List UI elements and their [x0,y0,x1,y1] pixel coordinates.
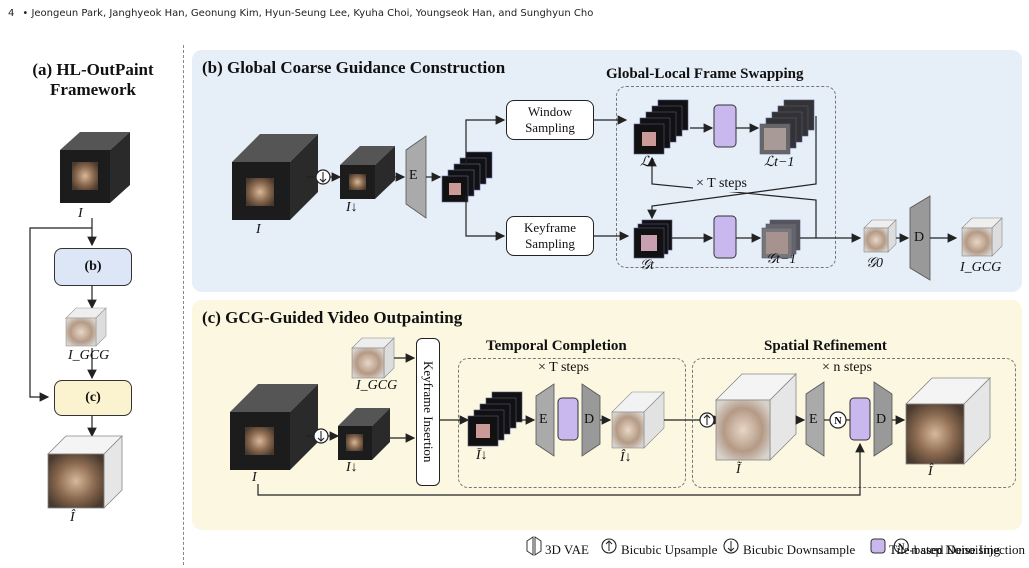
b-igcg-label: I_GCG [960,260,1002,275]
a-output-label: Î [70,510,75,525]
c-t-steps-label: × T steps [538,360,589,375]
a-input-cube [60,132,130,203]
authors: Jeongeun Park, Janghyeok Han, Geonung Ki… [31,8,594,19]
b-encoder [405,135,427,219]
c-input-cube [230,384,318,470]
c-decoder-1 [581,383,601,457]
panel-c-title: (c) GCG-Guided Video Outpainting [202,308,463,327]
c-igcg-cube [351,337,395,379]
svg-text:N: N [898,542,905,552]
legend-noise-icon: N [893,538,909,554]
b-latent-stack [441,151,493,203]
b-encoder-label: E [409,168,418,183]
legend-noise-wrap: n step Noise Injection [911,542,1025,558]
c-input-label: I [252,470,257,485]
temporal-region [458,358,686,488]
page-header: 4• Jeongeun Park, Janghyeok Han, Geonung… [8,8,594,19]
c-decoder-2 [873,381,893,457]
legend-down: Bicubic Downsample [743,542,856,557]
c-down-label: I↓ [346,460,358,475]
b-gt-label: 𝒢t [640,258,654,273]
c-ihatdown-cube [611,391,665,449]
b-input-label: I [256,222,261,237]
keyframe-insertion-box: Keyframe Insertion [416,338,440,486]
keyframe-sampling-box: Keyframe Sampling [506,216,594,256]
c-itilde-label: Ĩ [736,462,741,477]
c-encoder-1-label: E [539,412,548,427]
c-ibar-label: Ī↓ [476,448,488,463]
page-number: 4 [8,8,15,19]
b-g0-label: 𝒢0 [866,256,883,271]
c-n-steps-label: × n steps [822,360,872,375]
b-lt-stack [633,99,689,155]
b-igcg-cube [961,217,1003,257]
c-decoder-1-label: D [584,412,595,427]
legend-vae: 3D VAE [545,542,589,557]
b-decoder [909,195,931,281]
swap-title: Global-Local Frame Swapping [606,66,804,82]
c-ihat-cube [905,377,991,465]
c-down-cube [338,408,390,460]
a-box-b: (b) [54,248,132,286]
a-box-c: (c) [54,380,132,416]
c-ibar-stack [467,391,523,447]
legend-downsample-icon [723,538,739,554]
c-encoder-2 [805,381,825,457]
legend-tile-icon [870,538,886,554]
window-sampling-box: Window Sampling [506,100,594,140]
c-ihatdown-label: Î↓ [620,450,632,465]
c-denoise-1 [557,397,579,441]
b-denoise-top [713,104,737,148]
svg-text:N: N [834,416,842,427]
b-input-cube [232,134,318,220]
spatial-region [692,358,1016,488]
b-gt1-stack [761,219,801,259]
b-gt-stack [633,219,673,259]
temporal-title: Temporal Completion [486,338,627,354]
legend-upsample-icon [601,538,617,554]
legend-up: Bicubic Upsample [621,542,718,557]
c-itilde-cube [715,373,797,461]
legend-vae-icon [526,536,542,556]
b-gt1-label: 𝒢t−1 [766,252,797,267]
b-denoise-bottom [713,215,737,259]
a-output-cube [47,435,123,509]
c-denoise-2 [849,397,871,441]
legend-noise: n step Noise Injection [911,542,1025,557]
b-g0-cube [863,219,897,253]
spatial-title: Spatial Refinement [764,338,887,354]
c-ihat-label: Î [928,464,933,479]
a-gcg-label: I_GCG [68,348,110,363]
b-lt1-stack [759,99,815,155]
legend-tile: Tile-based Denoising [889,542,1001,557]
b-down-label: I↓ [346,200,358,215]
b-decoder-label: D [914,230,925,245]
a-gcg-cube [65,307,107,347]
panel-divider [183,45,184,565]
a-input-label: I [78,206,83,221]
c-igcg-label: I_GCG [356,378,398,393]
b-lt-label: ℒt [640,155,654,170]
b-lt1-label: ℒt−1 [764,155,795,170]
panel-b-title: (b) Global Coarse Guidance Construction [202,58,506,77]
c-decoder-2-label: D [876,412,887,427]
c-encoder-2-label: E [809,412,818,427]
b-steps-label: × T steps [693,176,750,192]
swap-region [616,86,836,268]
b-down-cube [340,146,395,199]
c-encoder-1 [535,383,555,457]
